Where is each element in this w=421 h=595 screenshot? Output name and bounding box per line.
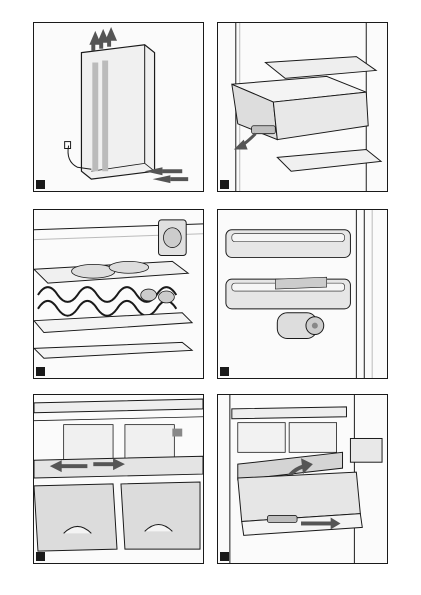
figure-badge	[36, 552, 45, 561]
bottle-rack-illustration	[34, 219, 203, 359]
chiller-shelf-illustration	[34, 398, 203, 552]
freshness-drawer-illustration	[229, 395, 383, 563]
vegetable-container-illustration	[231, 23, 383, 191]
figure-badge	[220, 180, 229, 189]
figure-badge	[36, 180, 45, 189]
figure-badge	[220, 367, 229, 376]
figure-badge	[220, 552, 229, 561]
figure-vegetable-container	[217, 22, 388, 192]
figure-installation-ventilation	[33, 22, 204, 192]
figure-door-shelves	[217, 209, 388, 379]
ventilation-illustration	[64, 26, 189, 184]
figure-chiller-shelf	[33, 394, 204, 564]
figure-badge	[36, 367, 45, 376]
door-shelves-illustration	[225, 210, 373, 378]
figure-freshness-drawer	[217, 394, 388, 564]
figure-bottle-rack	[33, 209, 204, 379]
